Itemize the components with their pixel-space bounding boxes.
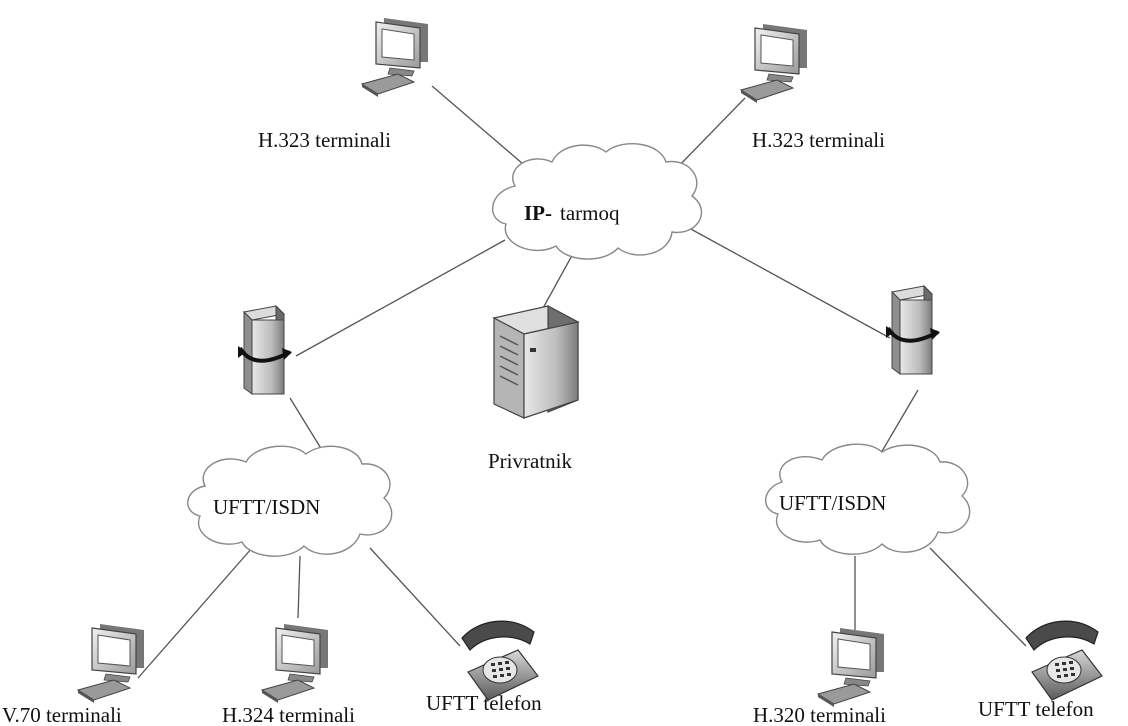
link-pstn-to-phone-left [369,547,461,647]
gateway-right [884,284,942,376]
computer-icon [740,23,808,104]
computer-icon [361,17,429,98]
h320-terminal: H.320 terminali [753,627,886,726]
computer-icon [77,623,145,704]
computer-icon [817,627,885,708]
link-ip-to-gateway-left [295,239,506,357]
gatekeeper-label: Privratnik [488,449,572,473]
link-pstn-to-h324 [297,555,301,619]
phone-left-label: UFTT telefon [426,691,542,715]
link-pstn-to-phone-right [929,547,1027,647]
v70-terminal: V.70 terminali [2,623,145,726]
v70-terminal-label: V.70 terminali [2,703,122,726]
gateway-left [236,304,294,396]
server-icon [492,305,580,419]
pstn-phone-left: UFTT telefon [426,620,542,715]
pstn-left-label: UFTT/ISDN [213,495,320,519]
computer-icon [261,623,329,704]
pstn-cloud-left: UFTT/ISDN [187,445,393,557]
ip-network-label: IP-tarmoq [524,201,620,225]
phone-right-label: UFTT telefon [978,697,1094,721]
gatekeeper: Privratnik [488,305,580,473]
h323-terminal-left: H.323 terminali [258,17,429,152]
pstn-right-label: UFTT/ISDN [779,491,886,515]
h323-terminal-left-label: H.323 terminali [258,128,391,152]
link-ip-to-gatekeeper [541,249,576,311]
h323-terminal-right: H.323 terminali [740,23,885,152]
gateway-icon [236,304,294,396]
link-gateway-left-to-pstn [289,397,326,456]
pstn-cloud-right: UFTT/ISDN [765,443,971,555]
link-ip-to-gateway-right [677,221,891,339]
h324-terminal: H.324 terminali [222,623,355,726]
links [137,85,1027,679]
link-ip-to-h323-right [672,97,746,173]
gateway-icon [884,284,942,376]
link-ip-to-h323-left [431,85,538,177]
phone-icon [1025,620,1103,701]
phone-icon [461,620,539,701]
h320-terminal-label: H.320 terminali [753,703,886,726]
h324-terminal-label: H.324 terminali [222,703,355,726]
link-pstn-to-v70 [137,547,253,679]
link-gateway-right-to-pstn [877,389,919,459]
ip-network-cloud: IP-tarmoq [491,143,703,260]
pstn-phone-right: UFTT telefon [978,620,1103,721]
h323-terminal-right-label: H.323 terminali [752,128,885,152]
